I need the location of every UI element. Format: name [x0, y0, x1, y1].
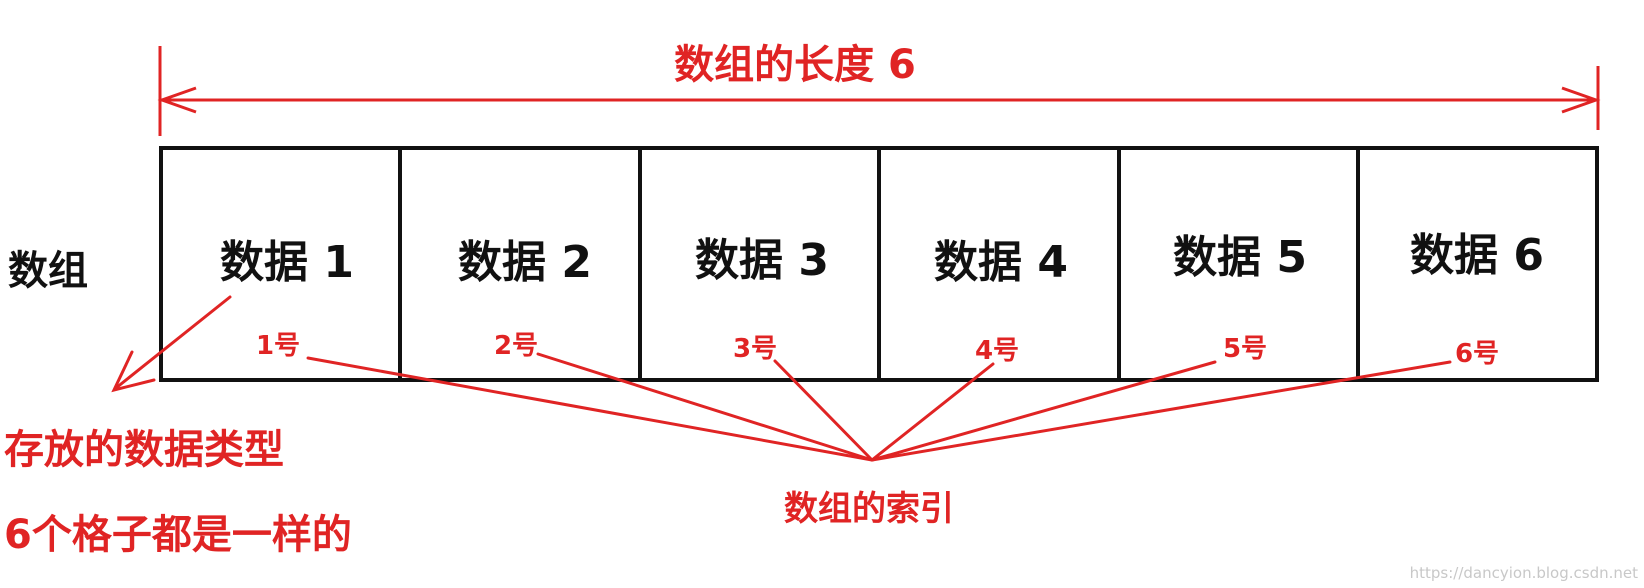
type-note-line2: 6个格子都是一样的	[4, 512, 352, 558]
cell-index-label: 5号	[1223, 334, 1267, 364]
index-connector	[773, 359, 874, 462]
cell-index-label: 3号	[733, 334, 777, 364]
cell-data-text: 数据 2	[458, 237, 592, 288]
index-connector	[870, 360, 1452, 462]
cell-index-label: 6号	[1455, 339, 1499, 369]
array-label: 数组	[8, 248, 88, 294]
type-arrow-line	[114, 295, 232, 390]
length-title: 数组的长度 6	[674, 42, 916, 88]
type-note-line1: 存放的数据类型	[4, 427, 284, 473]
cell-index-label: 2号	[494, 331, 538, 361]
index-connector	[870, 362, 995, 462]
index-caption: 数组的索引	[784, 489, 954, 529]
index-connector	[306, 356, 874, 462]
length-dimension	[157, 46, 1601, 136]
type-arrow-head	[111, 350, 156, 393]
length-right-arrowhead	[1561, 86, 1601, 114]
type-arrow	[111, 295, 232, 393]
index-connectors	[306, 352, 1452, 462]
cell-data-text: 数据 6	[1410, 230, 1544, 281]
index-connector	[870, 360, 1217, 462]
watermark: https://dancyion.blog.csdn.net	[1410, 564, 1638, 582]
cell-data-text: 数据 1	[220, 237, 354, 288]
array-box	[159, 146, 1599, 382]
cell-index-label: 4号	[975, 336, 1019, 366]
cell-index-label: 1号	[256, 331, 300, 361]
cell-data-text: 数据 3	[695, 235, 829, 286]
index-connector	[536, 352, 874, 462]
cell-data-text: 数据 4	[934, 237, 1068, 288]
length-left-arrowhead	[157, 86, 197, 114]
cell-data-text: 数据 5	[1173, 232, 1307, 283]
